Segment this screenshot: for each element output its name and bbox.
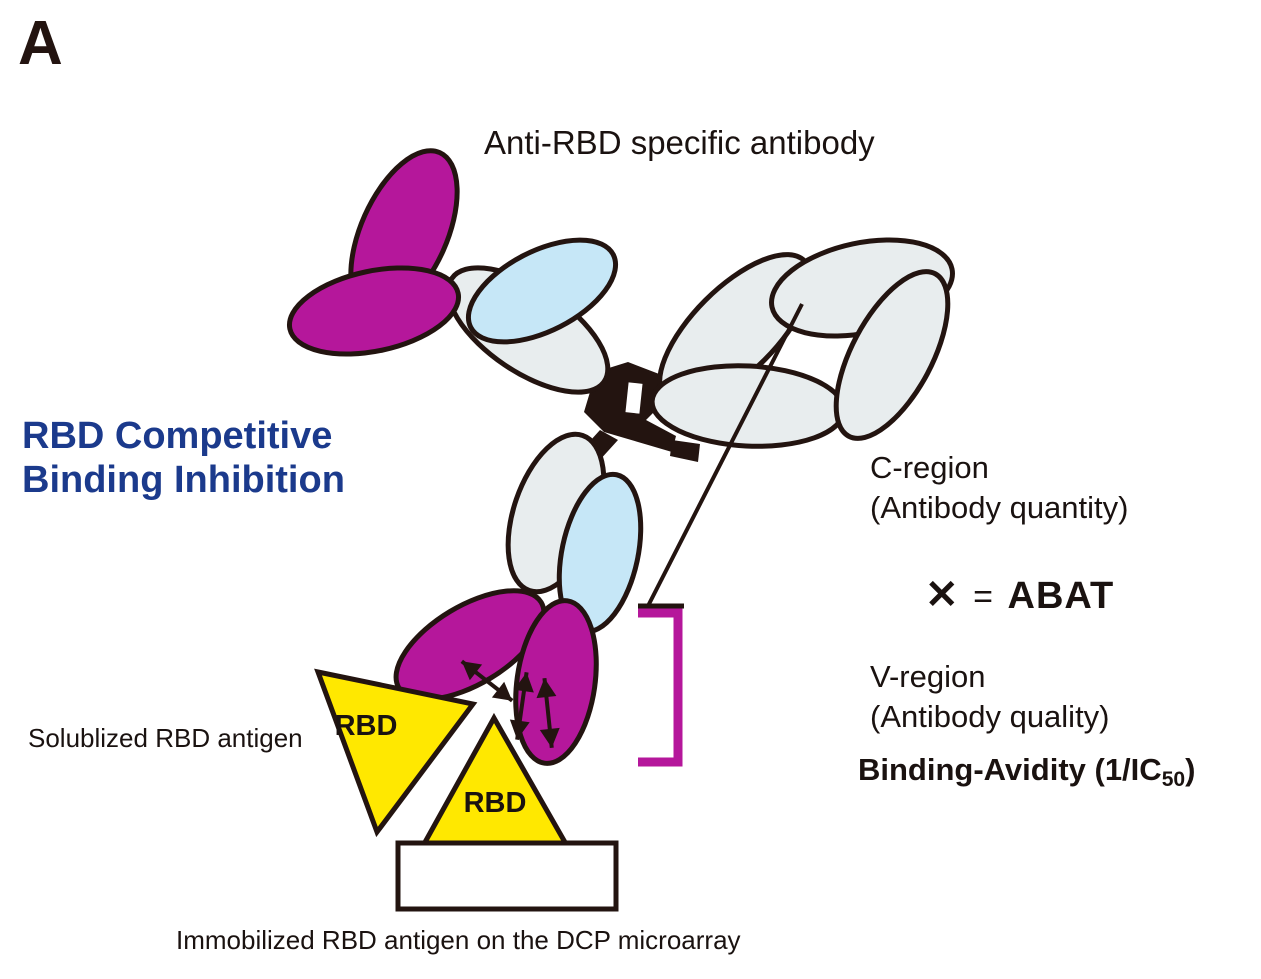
rbd-immobilized-label: RBD	[464, 787, 527, 819]
avidity-close-paren: )	[1185, 752, 1196, 787]
v-domain-upper-2	[286, 265, 462, 357]
binding-arrow-left	[460, 659, 514, 703]
equals-symbol: =	[973, 578, 995, 616]
rbd-antigen-immobilized: RBD	[419, 712, 571, 847]
heading-line-1: RBD Competitive	[22, 415, 333, 457]
dcp-microarray-substrate	[395, 840, 619, 912]
rbd-antigen-soluble: RBD	[314, 668, 478, 838]
v-region-line-1: V-region	[870, 659, 986, 694]
panel-label: A	[18, 9, 63, 78]
c-region-line-1: C-region	[870, 450, 989, 485]
binding-arrow-right	[509, 672, 534, 740]
avidity-text: Binding-Avidity (1/IC	[858, 752, 1162, 787]
fc-region	[649, 237, 955, 449]
immobilized-rbd-antigen-label: Immobilized RBD antigen on the DCP micro…	[176, 925, 741, 955]
v-domain-lower-2	[513, 598, 599, 766]
v-region-label: V-region (Antibody quality)	[870, 657, 1110, 736]
binding-avidity-label: Binding-Avidity (1/IC50)	[858, 752, 1195, 792]
rbd-competitive-binding-inhibition-label: RBD Competitive Binding Inhibition	[22, 414, 345, 503]
c-domain-upper-blue	[465, 237, 619, 345]
multiply-symbol: ✕	[925, 573, 961, 617]
c-region-label: C-region (Antibody quantity)	[870, 448, 1128, 527]
v-region-bracket	[638, 608, 683, 767]
fc-domain-4	[833, 269, 951, 441]
binding-arrow-right-2	[536, 677, 560, 749]
c-region-line-2: (Antibody quantity)	[870, 489, 1129, 525]
abat-label: ABAT	[1007, 575, 1115, 617]
diagram-title: Anti-RBD specific antibody	[484, 124, 875, 161]
abat-equation: ✕ = ABAT	[925, 572, 1114, 618]
avidity-subscript: 50	[1161, 767, 1186, 791]
c-region-leader-line	[638, 303, 804, 609]
fab-arm-upper	[286, 148, 619, 395]
rbd-soluble-label: RBD	[335, 710, 398, 742]
heading-line-2: Binding Inhibition	[22, 459, 345, 502]
solublized-rbd-antigen-label: Solublized RBD antigen	[28, 723, 303, 753]
v-region-line-2: (Antibody quality)	[870, 698, 1110, 734]
fab-arm-lower	[393, 431, 644, 766]
